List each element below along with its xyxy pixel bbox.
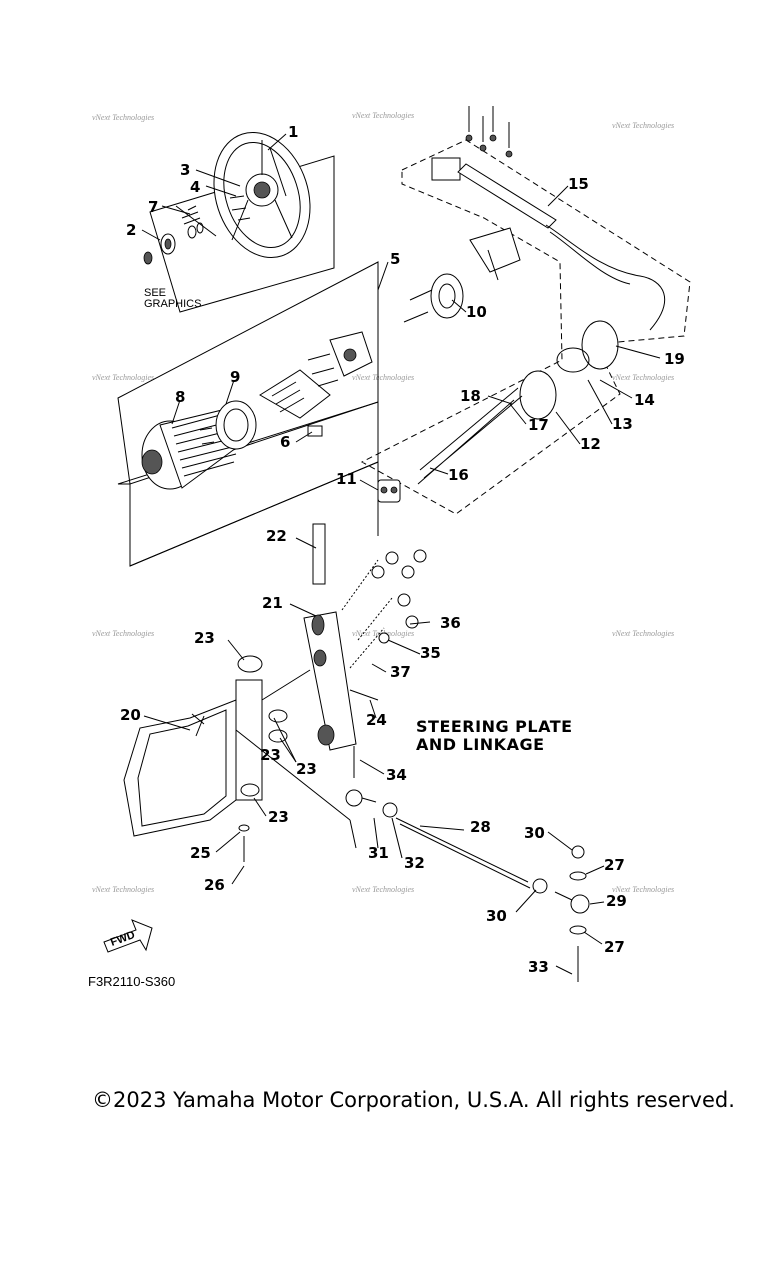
callout-label: 28 — [470, 818, 491, 836]
callout-label: 25 — [190, 844, 211, 862]
rudder-assembly — [123, 655, 351, 862]
cable-group-outline — [360, 139, 691, 515]
callout-label: 19 — [664, 350, 685, 368]
callout-label: 9 — [230, 368, 240, 386]
callout-label: 23 — [296, 760, 317, 778]
diagram-code: F3R2110-S360 — [88, 974, 175, 989]
steering-linkage — [345, 746, 590, 982]
callout-numbers: 1 2 3 4 5 6 7 8 9 10 11 12 13 14 15 16 1… — [120, 123, 685, 976]
callout-label: 6 — [280, 433, 290, 451]
throttle-controller — [141, 331, 373, 490]
callout-label: 23 — [260, 746, 281, 764]
callout-label: 17 — [528, 416, 549, 434]
callout-label: 18 — [460, 387, 481, 405]
callout-label: 1 — [288, 123, 298, 141]
callout-label: 22 — [266, 527, 287, 545]
see-graphics-label: GRAPHICS — [144, 298, 201, 310]
callout-label: 3 — [180, 161, 190, 179]
hub-nut-washer — [143, 195, 251, 265]
callout-label: 8 — [175, 388, 185, 406]
watermark: vNext Technologies — [612, 885, 674, 894]
section-title: AND LINKAGE — [416, 735, 545, 754]
callout-label: 29 — [606, 892, 627, 910]
watermark: vNext Technologies — [352, 373, 414, 382]
watermark: vNext Technologies — [92, 629, 154, 638]
callout-label: 37 — [390, 663, 411, 681]
copyright-notice: ©2023 Yamaha Motor Corporation, U.S.A. A… — [92, 1088, 735, 1112]
callout-label: 16 — [448, 466, 469, 484]
steering-wheel — [213, 131, 311, 259]
callout-label: 4 — [190, 178, 200, 196]
callout-label: 30 — [524, 824, 545, 842]
watermark: vNext Technologies — [92, 885, 154, 894]
callout-label: 11 — [336, 470, 357, 488]
watermark: vNext Technologies — [352, 885, 414, 894]
watermark: vNext Technologies — [352, 111, 414, 120]
callout-label: 36 — [440, 614, 461, 632]
shift-throttle-cables — [377, 157, 666, 503]
callout-label: 34 — [386, 766, 407, 784]
callout-label: 35 — [420, 644, 441, 662]
callout-label: 21 — [262, 594, 283, 612]
callout-label: 27 — [604, 856, 625, 874]
watermark: vNext Technologies — [612, 629, 674, 638]
watermark: vNext Technologies — [612, 373, 674, 382]
callout-label: 30 — [486, 907, 507, 925]
callout-label: 15 — [568, 175, 589, 193]
watermark: vNext Technologies — [92, 113, 154, 122]
callout-label: 24 — [366, 711, 387, 729]
callout-label: 27 — [604, 938, 625, 956]
callout-label: 10 — [466, 303, 487, 321]
leader-lines — [141, 133, 661, 975]
see-graphics-label: SEE — [144, 287, 166, 299]
callout-label: 23 — [268, 808, 289, 826]
callout-label: 31 — [368, 844, 389, 862]
mounting-bolts — [465, 106, 513, 158]
forward-arrow-icon: FWD — [103, 919, 153, 953]
plate-connector — [129, 461, 379, 567]
watermark: vNext Technologies — [612, 121, 674, 130]
callout-label: 33 — [528, 958, 549, 976]
callout-label: 2 — [126, 221, 136, 239]
callout-label: 13 — [612, 415, 633, 433]
callout-label: 23 — [194, 629, 215, 647]
callout-label: 32 — [404, 854, 425, 872]
callout-label: 7 — [148, 198, 158, 216]
watermark: vNext Technologies — [92, 373, 154, 382]
callout-label: 26 — [204, 876, 225, 894]
callout-label: 5 — [390, 250, 400, 268]
callout-label: 12 — [580, 435, 601, 453]
callout-label: 20 — [120, 706, 141, 724]
steering-plate — [303, 523, 427, 751]
callout-label: 14 — [634, 391, 655, 409]
section-title: STEERING PLATE — [416, 717, 573, 736]
